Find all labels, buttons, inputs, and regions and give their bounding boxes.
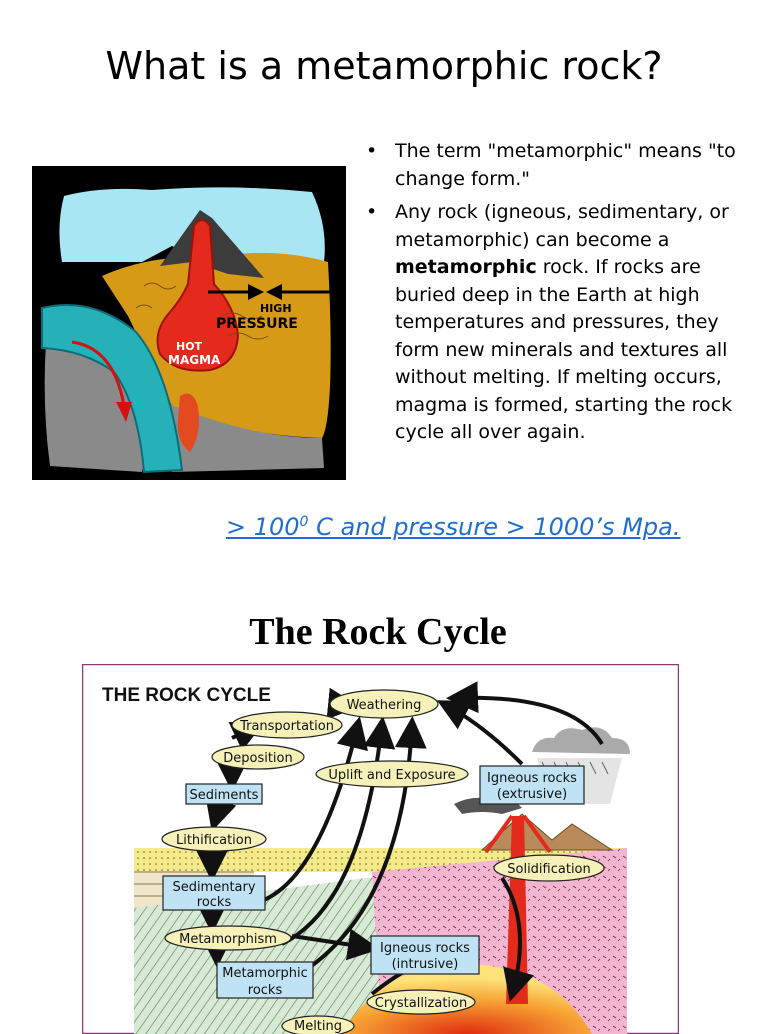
lithification-label: Lithification (176, 833, 252, 848)
bullet-marker: • (366, 201, 378, 223)
metamorphic-illustration: HIGH PRESSURE HOT MAGMA (32, 166, 346, 480)
bullet-text: The term "metamorphic" means "to change … (395, 140, 736, 190)
crystallization-label: Crystallization (375, 996, 467, 1011)
sedimentary-sub: rocks (197, 895, 232, 910)
deposition-label: Deposition (223, 751, 293, 766)
melting-label: Melting (294, 1019, 342, 1034)
pressure-label: PRESSURE (216, 316, 298, 332)
igneous-intrusive-sub: (intrusive) (392, 957, 459, 972)
conditions-text-start: > 100 (226, 513, 300, 541)
hot-label: HOT (176, 340, 203, 353)
transportation-label: Transportation (239, 719, 334, 734)
bullet-text-end: rock. If rocks are buried deep in the Ea… (395, 256, 733, 443)
conditions-text-end: C and pressure > 1000’s Mpa. (308, 513, 681, 541)
magma-label: MAGMA (168, 353, 221, 367)
igneous-intrusive-label: Igneous rocks (380, 941, 470, 956)
section-title: The Rock Cycle (249, 611, 507, 653)
bullet-item: • Any rock (igneous, sedimentary, or met… (366, 199, 756, 447)
sediments-label: Sediments (190, 788, 259, 803)
bullet-marker: • (366, 140, 378, 162)
uplift-label: Uplift and Exposure (328, 768, 455, 783)
bullet-bold-term: metamorphic (395, 256, 537, 278)
conditions-link[interactable]: > 1000 C and pressure > 1000’s Mpa. (226, 513, 680, 541)
rock-cycle-diagram: Weathering Transportation Deposition Upl… (82, 664, 679, 1034)
igneous-extrusive-label: Igneous rocks (487, 771, 577, 786)
metamorphic-label: Metamorphic (222, 966, 308, 981)
high-label: HIGH (260, 302, 292, 315)
igneous-extrusive-sub: (extrusive) (497, 787, 567, 802)
weathering-label: Weathering (347, 698, 422, 713)
solidification-label: Solidification (507, 862, 591, 877)
metamorphic-sub: rocks (248, 983, 283, 998)
bullet-list: • The term "metamorphic" means "to chang… (366, 138, 756, 453)
conditions-superscript: 0 (299, 514, 309, 530)
bullet-item: • The term "metamorphic" means "to chang… (366, 138, 756, 193)
metamorphism-label: Metamorphism (179, 932, 277, 947)
page-title: What is a metamorphic rock? (105, 44, 663, 88)
diagram-heading: THE ROCK CYCLE (102, 685, 271, 706)
bullet-text-start: Any rock (igneous, sedimentary, or metam… (395, 201, 729, 251)
sedimentary-label: Sedimentary (172, 880, 255, 895)
